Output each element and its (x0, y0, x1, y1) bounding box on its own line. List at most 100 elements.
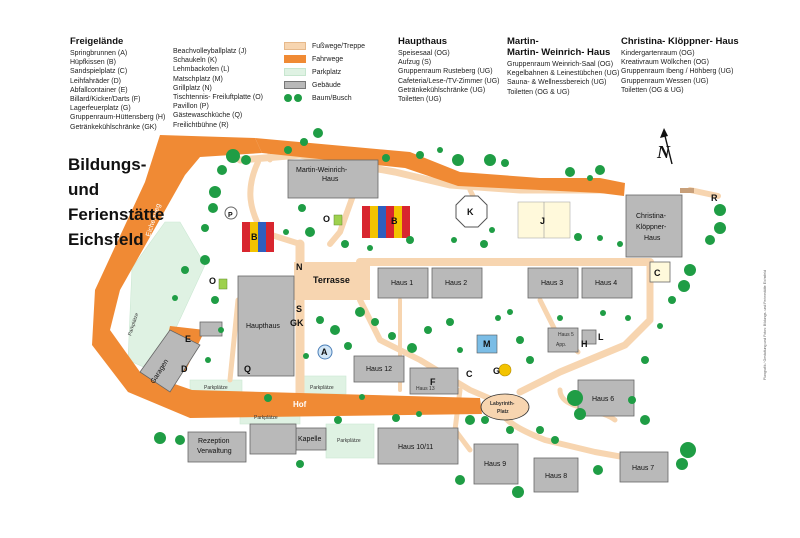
haus1-label: Haus 1 (391, 280, 413, 287)
legend-item: Pavillon (P) (173, 103, 209, 111)
trees (154, 128, 726, 498)
haus5-label: Haus 5 (558, 332, 574, 338)
marker-E: E (185, 334, 191, 344)
legend-item: Lehmbackofen (L) (173, 66, 230, 74)
haus8-label: Haus 8 (545, 473, 567, 480)
parking-label: Parkplätze (254, 415, 278, 421)
key-building-label: Gebäude (312, 81, 341, 89)
terrace-area (294, 262, 370, 300)
springbrunnen-marker (317, 344, 333, 360)
legend-freigelaende-col1: Freigelände Springbrunnen (A) Hüpfkissen… (70, 36, 165, 132)
marker-C: C (466, 369, 473, 379)
marker-Q: Q (244, 364, 251, 374)
legend-item: Lagerfeuerplatz (G) (70, 105, 131, 113)
legend-item: Beachvolleyballplatz (J) (173, 48, 247, 55)
legend-item: Abfallcontainer (E) (70, 86, 128, 94)
legend-item: Matschplatz (M) (173, 75, 223, 83)
marker-C: C (654, 268, 661, 278)
marker-J: J (540, 216, 545, 226)
haus6-label: Haus 6 (592, 396, 614, 403)
marker-D: D (181, 364, 188, 374)
tischtennis-platte (218, 278, 228, 290)
haus13-label: Haus 13 (416, 386, 435, 392)
site-title: Bildungs- und Ferienstätte Eichsfeld (68, 152, 164, 252)
north-arrow-icon: N (656, 128, 673, 165)
mwh-label-line2: Haus (322, 176, 339, 183)
legend-heading-mwh-1: Martin- (507, 36, 539, 47)
ckh-label-line1: Christina- (636, 213, 667, 220)
legend-item: Gruppenraum Rusteberg (UG) (398, 68, 493, 76)
legend-christina-kloeppner-haus: Christina- Klöppner- Haus Kindergartenra… (621, 36, 739, 95)
site-title-line1: Bildungs- (68, 155, 147, 174)
matschplatz-marker (476, 334, 498, 354)
haus12-label: Haus 12 (366, 366, 392, 373)
terrace-label: Terrasse (313, 275, 350, 285)
lagerfeuer-marker (498, 363, 512, 377)
legend-item: Tischtennis- Freiluftplatte (O) (173, 94, 263, 102)
marker-R: R (711, 193, 718, 203)
legend-item: Freilichtbühne (R) (173, 121, 229, 129)
marker-F: F (430, 377, 436, 387)
legend-item: Speisesaal (OG) (398, 50, 450, 57)
haupthaus-label: Haupthaus (246, 323, 280, 330)
haus3-label: Haus 3 (541, 280, 563, 287)
ckh-label-line2: Klöppner- (636, 224, 667, 231)
huepfkissen-left (242, 222, 274, 252)
building-swatch (284, 81, 306, 89)
legend-item: Toiletten (OG & UG) (621, 86, 684, 94)
parking-areas (127, 221, 375, 459)
legend-heading-freigelaende: Freigelände (70, 36, 124, 47)
marker-B: B (391, 216, 398, 226)
legend-item: Schaukeln (K) (173, 57, 217, 65)
legend-item: Toiletten (OG & UG) (507, 88, 570, 96)
mwh-label-line1: Martin-Weinrich- (296, 167, 348, 174)
key-road-label: Fahrwege (312, 55, 344, 63)
legend-item: Hüpfkissen (B) (70, 59, 116, 67)
legend-item: Springbrunnen (A) (70, 50, 128, 57)
legend-item: Gästewaschküche (Q) (173, 112, 243, 120)
marker-O: O (209, 276, 216, 286)
site-title-line4: Eichsfeld (68, 230, 144, 249)
legend-item: Toiletten (UG) (398, 96, 442, 104)
ckh-label-line3: Haus (644, 235, 661, 242)
credit-text: Plangrafik / Gestaltung und Fotos: Bildu… (763, 270, 767, 380)
parking-label: Parkplätze (310, 385, 334, 391)
legend-item: Cafeteria/Lese-/TV-Zimmer (UG) (398, 77, 500, 85)
marker-P: P (228, 212, 233, 219)
legend-haupthaus: Haupthaus Speisesaal (OG) Aufzug (S) Gru… (398, 36, 500, 104)
rezeption-label-line2: Verwaltung (197, 448, 232, 455)
parking-swatch (284, 68, 306, 76)
north-label: N (656, 142, 671, 162)
parking-labels: Parkplätze Parkplätze Parkplätze Parkplä… (204, 385, 361, 444)
key-parking-label: Parkplatz (312, 68, 342, 76)
parking-label: Parkplätze (204, 385, 228, 391)
footpath-swatch (284, 42, 306, 50)
legend-freigelaende-col2: Beachvolleyballplatz (J) Schaukeln (K) L… (173, 47, 263, 130)
legend-item: Sauna- & Wellnessbereich (UG) (507, 79, 607, 87)
tischtennis-platte (333, 214, 343, 226)
legend-item: Grillplatz (N) (173, 84, 212, 92)
legend-item: Sandspielplatz (C) (70, 68, 128, 76)
legend-item: Kindergartenraum (OG) (621, 50, 695, 57)
rezeption-label-line1: Rezeption (198, 438, 230, 445)
letter-markers: A B B C C D E F G GK H J K L M N O O P Q… (181, 193, 718, 387)
tree-swatch (284, 94, 306, 102)
labyrinth-platz (480, 393, 530, 421)
legend-item: Gruppenraum Ibeng / Höhberg (UG) (621, 68, 734, 76)
marker-M: M (483, 339, 491, 349)
marker-K: K (467, 207, 474, 217)
buildings (139, 159, 683, 493)
legend-heading-ckh: Christina- Klöppner- Haus (621, 36, 739, 47)
labyrinth-label-1: Labyrinth- (490, 401, 515, 407)
legend-item: Gruppenraum Wessen (UG) (621, 77, 709, 85)
labyrinth-label-2: Platz (497, 409, 509, 415)
huepfkissen-right (362, 206, 410, 238)
legend-item: Gruppenraum Weinrich-Saal (OG) (507, 61, 614, 68)
legend-heading-mwh-2: Martin- Weinrich- Haus (507, 47, 611, 58)
legend-martin-weinrich-haus: Martin- Martin- Weinrich- Haus Gruppenra… (507, 36, 619, 97)
parking-label: Parkplätze (337, 438, 361, 444)
legend-item: Kreativraum Wölkchen (OG) (621, 59, 709, 67)
haus7-label: Haus 7 (632, 465, 654, 472)
app-label: App. (556, 342, 566, 348)
